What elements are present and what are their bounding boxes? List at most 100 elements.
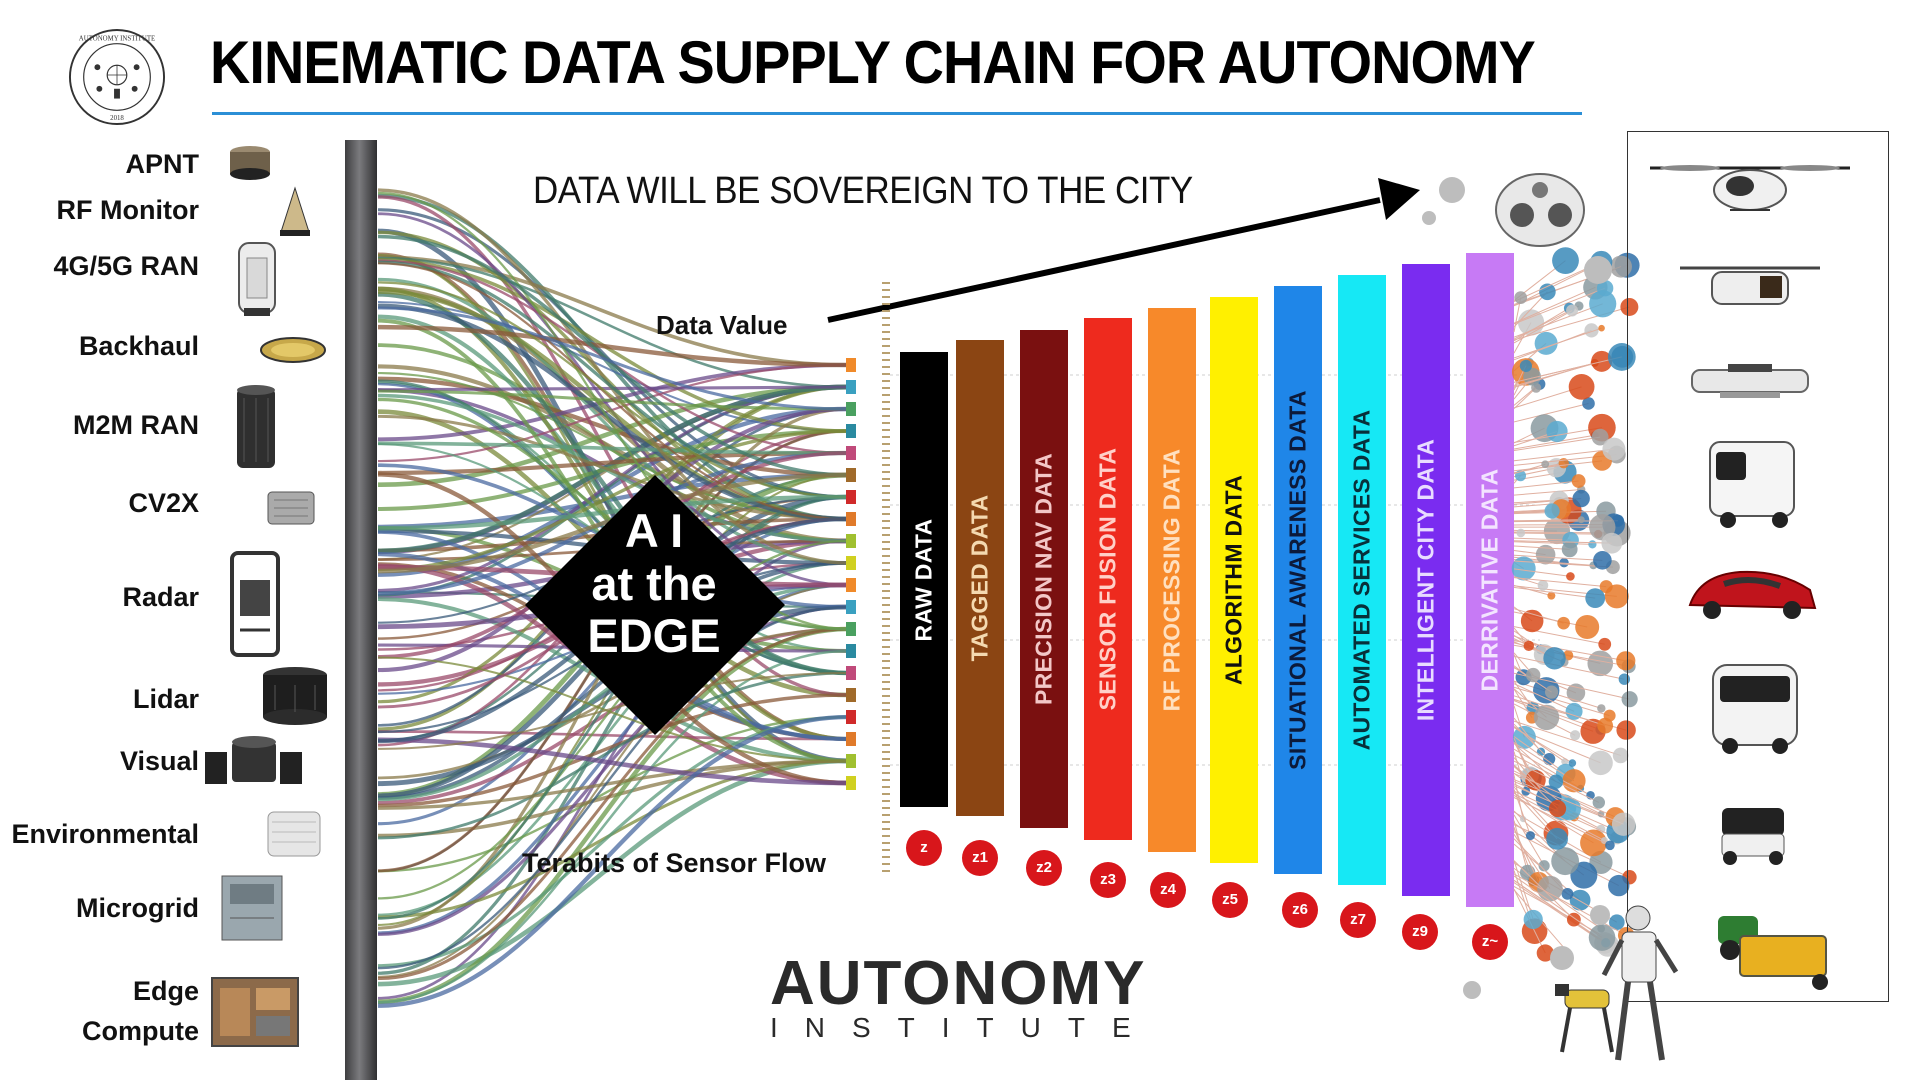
m2m-ran-icon [237,385,275,468]
scale-tick [882,548,890,550]
fiber-terminal [846,622,856,636]
data-bubble [1422,211,1436,225]
fiber-terminal [846,600,856,614]
data-bubble [1544,685,1559,699]
data-bubble [1589,290,1617,318]
bubble-link [1513,286,1596,324]
scale-tick [882,709,890,711]
z-badge: z5 [1212,882,1248,918]
bubble-link [1513,545,1570,550]
sensor-label-lidar: Lidar [132,684,199,714]
scale-tick [882,604,890,606]
fiber-terminal [846,512,856,526]
data-bubble [1539,283,1556,301]
data-bubble [1580,829,1607,857]
ai-edge-label: A I at the EDGE [548,504,760,663]
scale-tick [882,436,890,438]
sensor-fiber [377,672,849,750]
data-bubble [1514,291,1528,305]
data-bubble [1598,637,1612,651]
scale-tick [882,674,890,676]
ran-radio-icon [238,242,276,316]
z-badge: z7 [1340,902,1376,938]
scale-tick [882,772,890,774]
bubble-link [1513,436,1601,452]
sensor-fiber [377,292,849,676]
scale-tick [882,450,890,452]
bubble-link [1513,742,1575,782]
data-bubble [1548,799,1567,818]
sensor-fiber [377,234,849,477]
scale-tick [882,401,890,403]
data-bubble [1593,551,1612,570]
scale-tick [882,590,890,592]
scale-tick [882,660,890,662]
z-badge: z6 [1282,892,1318,928]
scale-tick [882,492,890,494]
microgrid-box-icon [221,875,283,941]
data-bubble [1533,704,1560,731]
fiber-terminal [846,556,856,570]
data-value-label: Data Value [656,310,788,340]
scale-tick [882,415,890,417]
data-bubble [1523,640,1535,652]
backhaul-dish-icon [260,337,326,363]
data-bubble [1550,946,1574,970]
bubble-link [1513,860,1534,920]
bubble-link [1513,655,1625,680]
scale-tick [882,289,890,291]
data-bubble [1523,909,1543,930]
data-bubble [1543,647,1566,670]
sensor-label-radar: Radar [122,582,199,612]
scale-tick [882,625,890,627]
data-bubble [1609,914,1625,931]
air-taxi-icon [1650,165,1850,211]
data-bubble [1566,304,1579,317]
data-bubble [1537,875,1563,902]
scale-tick [882,499,890,501]
layer-bar-derrivative-data: DERRIVATIVE DATA [1466,253,1514,907]
scale-tick [882,380,890,382]
bubble-link [1513,727,1573,764]
scale-tick [882,786,890,788]
scale-tick [882,534,890,536]
scale-tick [882,562,890,564]
scale-tick [882,317,890,319]
data-bubble [1566,912,1581,927]
bubble-link [1513,820,1529,873]
bubble-link [1513,736,1567,774]
scale-tick [882,597,890,599]
bubble-link [1513,720,1621,756]
data-bubble [1577,516,1585,524]
sensor-fiber [377,605,849,936]
radar-unit-icon [230,551,280,657]
sensor-fiber [377,376,849,478]
z-badge: z9 [1402,914,1438,950]
scale-tick [882,765,890,767]
scale-tick [882,618,890,620]
scale-tick [882,394,890,396]
scale-tick [882,422,890,424]
data-bubble [1565,702,1583,720]
sensor-fiber [377,649,849,1004]
layer-bar-precision-nav-data: PRECISION NAV DATA [1020,330,1068,828]
bubble-link [1513,519,1582,522]
data-bubble [1621,691,1638,708]
scale-tick [882,646,890,648]
scale-tick [882,541,890,543]
scale-tick [882,359,890,361]
apnt-antenna-icon [230,146,270,180]
z-badge: z~ [1472,924,1508,960]
scale-tick [882,429,890,431]
scale-tick [882,751,890,753]
bubble-link [1513,568,1571,577]
data-bubble [1552,247,1579,275]
bubble-link [1513,434,1595,450]
bubble-link [1513,875,1603,938]
scale-tick [882,352,890,354]
sensor-fiber [377,472,849,574]
layer-bar-sensor-fusion-data: SENSOR FUSION DATA [1084,318,1132,840]
sensor-fiber [377,605,849,970]
